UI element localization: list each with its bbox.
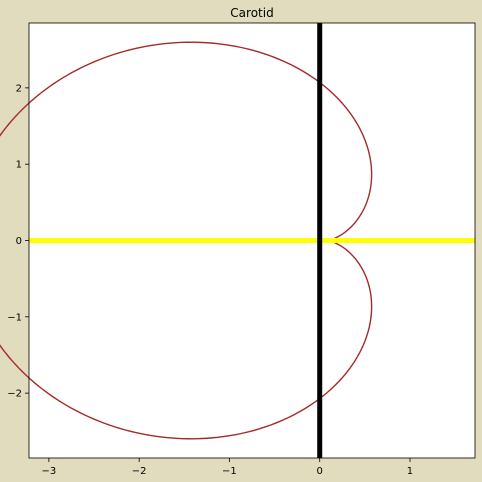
y-tick-label: −1 xyxy=(7,312,22,323)
cardioid-curve xyxy=(0,41,373,440)
axis-ticks: −3 −2 −1 0 1 −2 −1 0 1 2 xyxy=(7,83,413,477)
y-tick-label: 0 xyxy=(16,236,22,247)
y-tick-label: 2 xyxy=(16,83,22,94)
x-tick-label: −3 xyxy=(41,466,56,477)
x-tick-label: 0 xyxy=(317,466,323,477)
x-tick-label: −2 xyxy=(132,466,147,477)
y-tick-label: 1 xyxy=(16,160,22,171)
y-tick-label: −2 xyxy=(7,389,22,400)
chart-marks xyxy=(0,23,475,458)
x-tick-label: −1 xyxy=(222,466,237,477)
x-tick-label: 1 xyxy=(407,466,413,477)
chart-title: Carotid xyxy=(230,6,273,20)
